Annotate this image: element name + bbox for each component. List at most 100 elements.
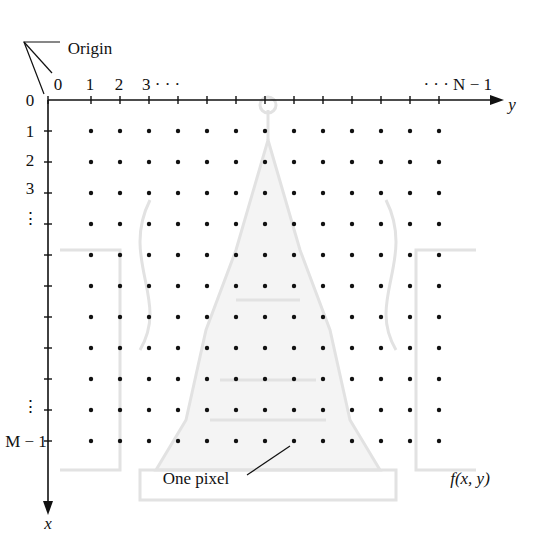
pixel-dot bbox=[379, 346, 383, 350]
pixel-dot bbox=[234, 377, 238, 381]
pixel-dot bbox=[234, 222, 238, 226]
pixel-dot bbox=[379, 253, 383, 257]
pixel-dot bbox=[118, 408, 122, 412]
pixel-dot bbox=[437, 160, 441, 164]
pixel-dot bbox=[408, 377, 412, 381]
pixel-dot bbox=[408, 315, 412, 319]
tick-mark bbox=[322, 96, 323, 104]
pixel-dot bbox=[176, 191, 180, 195]
tick-mark bbox=[409, 96, 410, 104]
pixel-dot bbox=[379, 284, 383, 288]
pixel-dot bbox=[350, 315, 354, 319]
column-index: 2 bbox=[115, 76, 124, 93]
pixel-dot bbox=[350, 346, 354, 350]
pixel-dot bbox=[89, 191, 93, 195]
pixel-dot bbox=[292, 129, 296, 133]
tick-mark bbox=[44, 347, 52, 348]
axis-name: x bbox=[44, 515, 52, 532]
pixel-dot bbox=[292, 315, 296, 319]
pixel-dot bbox=[147, 191, 151, 195]
pixel-dot bbox=[89, 160, 93, 164]
pixel-dot bbox=[205, 253, 209, 257]
pixel-dot bbox=[350, 253, 354, 257]
pixel-dot bbox=[350, 129, 354, 133]
pixel-dot bbox=[292, 191, 296, 195]
pixel-dot bbox=[205, 222, 209, 226]
pixel-dot bbox=[437, 222, 441, 226]
column-index: 1 bbox=[86, 76, 95, 93]
pixel-dot bbox=[89, 284, 93, 288]
tick-mark bbox=[44, 378, 52, 379]
tick-mark bbox=[44, 285, 52, 286]
pixel-dot bbox=[234, 160, 238, 164]
origin-label: Origin bbox=[68, 40, 112, 57]
pixel-dot bbox=[118, 439, 122, 443]
pixel-dot bbox=[118, 284, 122, 288]
pixel-dot bbox=[263, 253, 267, 257]
pixel-dot bbox=[379, 408, 383, 412]
pixel-dot bbox=[176, 284, 180, 288]
row-index: ⋮ bbox=[22, 398, 39, 415]
axis-ticks bbox=[44, 96, 439, 441]
pixel-dot bbox=[176, 253, 180, 257]
pixel-dot bbox=[147, 160, 151, 164]
pixel-dot bbox=[234, 315, 238, 319]
tick-mark bbox=[293, 96, 294, 104]
pixel-label: One pixel bbox=[163, 470, 230, 487]
pixel-dot bbox=[205, 315, 209, 319]
pixel-dot bbox=[147, 129, 151, 133]
pixel-dot bbox=[205, 439, 209, 443]
pixel-dot bbox=[118, 315, 122, 319]
pixel-dot bbox=[408, 129, 412, 133]
row-index: 3 bbox=[26, 180, 35, 197]
pixel-dot bbox=[263, 160, 267, 164]
pixel-dot bbox=[379, 222, 383, 226]
pixel-dot bbox=[350, 439, 354, 443]
pixel-dot bbox=[89, 315, 93, 319]
pixel-dot bbox=[234, 439, 238, 443]
pixel-dot bbox=[379, 439, 383, 443]
pixel-dot bbox=[321, 439, 325, 443]
pixel-dot bbox=[321, 315, 325, 319]
pixel-dot bbox=[89, 377, 93, 381]
pixel-dot bbox=[379, 191, 383, 195]
pixel-dot bbox=[263, 315, 267, 319]
pixel-dot bbox=[118, 160, 122, 164]
pixel-dot bbox=[321, 191, 325, 195]
pixel-dot bbox=[263, 408, 267, 412]
tick-mark bbox=[44, 130, 52, 131]
pixel-dot bbox=[437, 315, 441, 319]
pixel-dot bbox=[147, 377, 151, 381]
tick-mark bbox=[44, 192, 52, 193]
function-label: f(x, y) bbox=[450, 470, 490, 487]
pixel-dot bbox=[205, 160, 209, 164]
pixel-dot bbox=[263, 129, 267, 133]
pixel-dot bbox=[437, 377, 441, 381]
pixel-dot bbox=[89, 222, 93, 226]
pixel-dot bbox=[408, 284, 412, 288]
pixel-dot bbox=[147, 222, 151, 226]
column-index: · · · N − 1 bbox=[423, 76, 492, 93]
pixel-dot bbox=[263, 191, 267, 195]
pixel-dot bbox=[408, 160, 412, 164]
pixel-dot bbox=[147, 408, 151, 412]
tick-mark bbox=[44, 223, 52, 224]
pixel-dot bbox=[118, 129, 122, 133]
pixel-dot bbox=[292, 160, 296, 164]
pixel-dot bbox=[205, 129, 209, 133]
pixel-dot bbox=[350, 408, 354, 412]
pixel-dot bbox=[205, 284, 209, 288]
tick-mark bbox=[351, 96, 352, 104]
pixel-dot bbox=[176, 439, 180, 443]
pixel-dot bbox=[263, 346, 267, 350]
pixel-dot bbox=[176, 408, 180, 412]
pixel-dot bbox=[437, 346, 441, 350]
pixel-dot bbox=[89, 439, 93, 443]
pixel-dot bbox=[234, 284, 238, 288]
tick-mark bbox=[44, 409, 52, 410]
pixel-dot bbox=[350, 222, 354, 226]
pixel-dot bbox=[147, 346, 151, 350]
pixel-dot bbox=[205, 191, 209, 195]
tick-mark bbox=[264, 96, 265, 104]
column-index: 0 bbox=[54, 76, 63, 93]
